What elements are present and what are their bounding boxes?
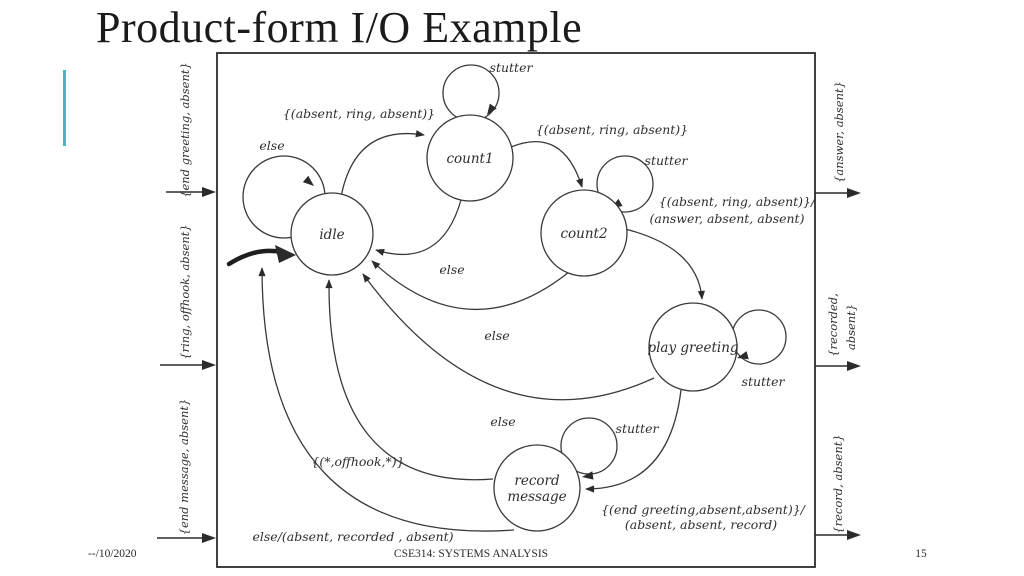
left-io-ports: {end greeting, absent} {ring, offhook, a…: [157, 62, 216, 543]
label-record-stutter: stutter: [616, 421, 660, 436]
label-record-idle-offhook: {(*,offhook,*)}: [311, 454, 404, 469]
label-play-stutter: stutter: [742, 374, 786, 389]
edge-idle-count1: [340, 130, 425, 198]
label-record-idle-else: else/(absent, recorded , absent): [253, 529, 454, 544]
label-count1-stutter: stutter: [490, 60, 534, 75]
transition-edges: [226, 130, 705, 532]
label-count2-idle-else: else: [484, 328, 509, 343]
port-label-record: {record, absent}: [831, 434, 845, 533]
edge-labels: {(absent, ring, absent)} stutter {(absen…: [253, 60, 818, 544]
label-idle-count1: {(absent, ring, absent)}: [283, 106, 435, 121]
edge-record-idle-offhook: [325, 279, 494, 481]
port-label-ring-offhook: {ring, offhook, absent}: [178, 224, 192, 359]
label-idle-else-loop: else: [259, 138, 284, 153]
edge-record-idle-else: [258, 267, 515, 532]
state-idle: [290, 192, 374, 276]
label-play-idle-else: else: [490, 414, 515, 429]
label-count1-count2: {(absent, ring, absent)}: [536, 122, 688, 137]
loop-count2-stutter: [596, 155, 654, 213]
edge-play-record: [585, 389, 682, 493]
port-label-answer: {answer, absent}: [832, 81, 846, 183]
slide-footer: --/10/2020 CSE314: SYSTEMS ANALYSIS 15: [88, 548, 927, 560]
edge-count1-idle-else: [375, 199, 462, 256]
initial-arrowhead: [275, 245, 296, 263]
port-label-end-message: {end message, absent}: [177, 399, 191, 536]
port-label-end-greeting: {end greeting, absent}: [178, 62, 192, 198]
state-label-record-line1: record: [514, 473, 560, 489]
state-count1: [426, 114, 514, 202]
label-count2-play-line2: (answer, absent, absent): [650, 211, 805, 226]
states: idle count1 count2 play greeting record …: [290, 114, 739, 532]
state-label-record-line2: message: [507, 489, 566, 505]
edge-count1-count2: [510, 140, 584, 188]
self-loops: [242, 64, 787, 480]
accent-bar: [63, 70, 66, 146]
right-io-ports: {answer, absent} {recorded, absent} {rec…: [815, 81, 861, 540]
port-label-recorded-line1: {recorded,: [826, 293, 840, 357]
label-count1-idle-else: else: [439, 262, 464, 277]
label-play-record-line2: (absent, absent, record): [625, 517, 777, 532]
state-label-count2: count2: [560, 226, 607, 242]
port-label-recorded-line2: absent}: [844, 304, 858, 350]
edge-count2-idle-else: [371, 260, 570, 310]
label-count2-stutter: stutter: [645, 153, 689, 168]
slide-title: Product-form I/O Example: [96, 3, 583, 52]
state-record-message: [493, 444, 581, 532]
edge-count2-play: [620, 227, 705, 300]
label-count2-play-line1: {(absent, ring, absent)}/: [659, 194, 817, 209]
label-play-record-line1: {(end greeting,absent,absent)}/: [601, 502, 807, 517]
edge-play-idle-else: [362, 273, 655, 401]
footer-date: --/10/2020: [88, 548, 137, 560]
state-label-idle: idle: [319, 227, 344, 243]
footer-course: CSE314: SYSTEMS ANALYSIS: [394, 548, 548, 560]
state-play-greeting: [648, 302, 738, 392]
state-count2: [540, 189, 628, 277]
footer-page-number: 15: [915, 548, 927, 560]
state-label-count1: count1: [446, 151, 493, 167]
state-label-play-greeting: play greeting: [647, 340, 738, 356]
